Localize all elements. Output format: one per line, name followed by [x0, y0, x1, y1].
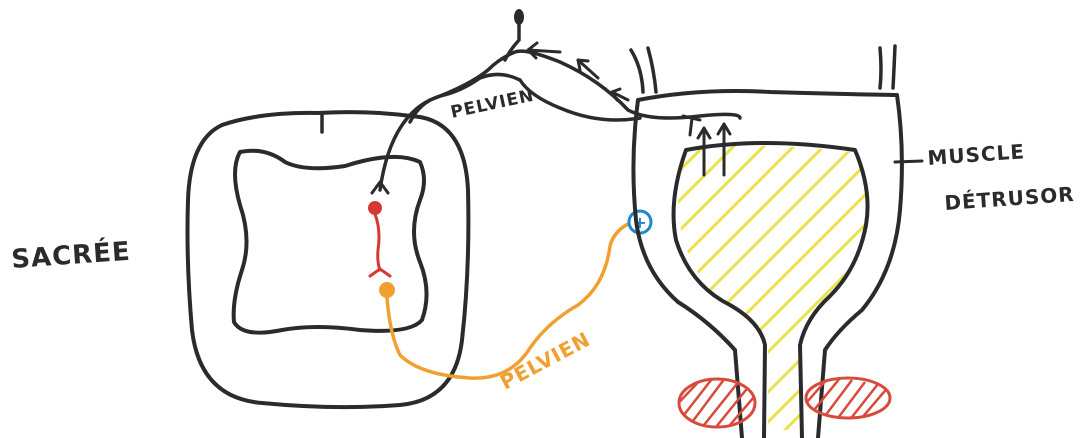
ganglion-cell-body: [514, 9, 524, 25]
label-sacree: SACRÉE: [10, 235, 131, 275]
label-detrusor: DÉTRUSOR: [944, 182, 1076, 215]
motor-neuron-cell-body: [379, 282, 395, 298]
sacral-interneuron: [368, 201, 390, 276]
detrusor-label-leader: [895, 161, 922, 162]
right-external-sphincter: [800, 378, 890, 422]
label-pelvien-bottom: PELVIEN: [496, 327, 594, 394]
right-ureter: [880, 46, 895, 88]
interneuron-axon: [375, 214, 380, 270]
afferent-arrow-3: [612, 89, 628, 100]
label-muscle: MUSCLE: [927, 139, 1026, 170]
grey-matter-outline: [234, 151, 427, 333]
spinal-cord-section: [188, 112, 469, 407]
left-ureter: [631, 48, 656, 92]
spinal-cord-outer-outline: [188, 112, 469, 407]
stretch-arrow-2: [718, 124, 730, 175]
interneuron-synapse-fork: [370, 269, 390, 276]
muscarinic-receptor: +: [629, 211, 651, 233]
left-external-sphincter: [670, 375, 760, 432]
efferent-nerve-path: [387, 222, 632, 378]
label-pelvien-top: PELVIEN: [449, 86, 536, 123]
